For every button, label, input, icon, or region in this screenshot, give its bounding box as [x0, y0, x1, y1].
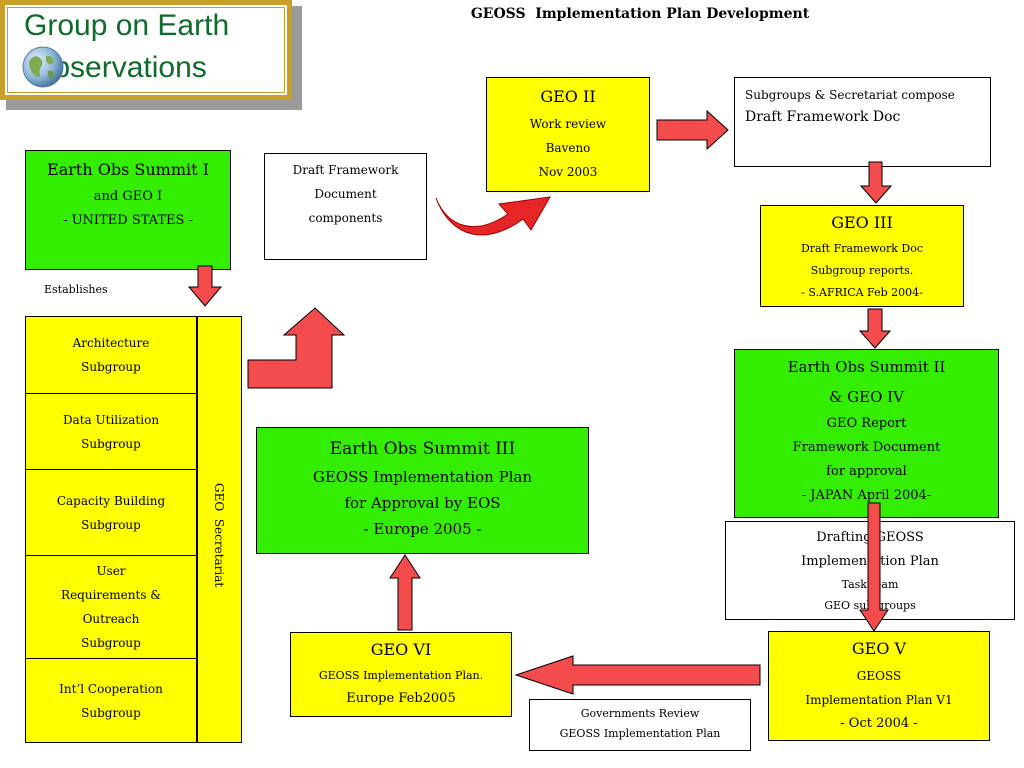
geo-3-box: GEO III Draft Framework Doc Subgroup rep…	[760, 205, 964, 307]
compose-line-1: Subgroups & Secretariat compose	[745, 88, 955, 102]
summit-2-line-2: & GEO IV	[829, 388, 904, 406]
summit-1-title: Earth Obs Summit I	[47, 160, 209, 179]
gov-review-line-2: GEOSS Implementation Plan	[559, 727, 721, 740]
geo-5-box: GEO V GEOSS Implementation Plan V1 - Oct…	[768, 631, 990, 741]
drafting-line-1: Drafting GEOSS	[816, 530, 924, 545]
subgroup-intl-cooperation-line-2: Subgroup	[81, 706, 141, 720]
summit-2-line-4: Framework Document	[792, 440, 941, 455]
summit-1-box: Earth Obs Summit I and GEO I - UNITED ST…	[25, 150, 231, 270]
summit-3-box: Earth Obs Summit III GEOSS Implementatio…	[256, 427, 589, 554]
subgroup-data-utilization-line-2: Subgroup	[81, 436, 141, 451]
geo-6-line-2: GEOSS Implementation Plan.	[318, 669, 484, 682]
drafting-line-4: GEO sub-groups	[824, 599, 916, 612]
summit-3-title: Earth Obs Summit III	[329, 439, 516, 459]
draft-components-line-2: Document	[314, 187, 377, 201]
draft-components-line-1: Draft Framework	[292, 163, 399, 177]
arrow-left-geo5	[514, 655, 761, 695]
summit-3-line-3: for Approval by EOS	[344, 494, 501, 512]
geo-5-line-4: - Oct 2004 -	[840, 716, 918, 731]
subgroup-architecture-line-2: Subgroup	[81, 360, 141, 374]
summit-1-line-2: and GEO I	[93, 189, 163, 204]
summit-2-title: Earth Obs Summit II	[787, 358, 946, 376]
subgroup-user-requirements-line-4: Subgroup	[81, 636, 141, 650]
drafting-box: Drafting GEOSS Implementation Plan Task …	[725, 521, 1015, 620]
geo-2-line-2: Work review	[529, 117, 607, 131]
summit-2-box: Earth Obs Summit II & GEO IV GEO Report …	[734, 349, 999, 518]
geo-6-title: GEO VI	[370, 640, 432, 659]
subgroup-capacity-building-line-1: Capacity Building	[56, 493, 166, 508]
geo-2-line-4: Nov 2003	[538, 165, 598, 179]
geo-5-line-2: GEOSS	[856, 669, 902, 683]
geo-5-title: GEO V	[851, 639, 907, 658]
arrow-down-geo3	[858, 308, 892, 349]
globe-icon	[22, 46, 64, 88]
summit-2-line-5: for approval	[826, 464, 907, 479]
drafting-line-3: Task team	[841, 578, 899, 591]
geo-6-box: GEO VI GEOSS Implementation Plan. Europe…	[290, 632, 512, 717]
geo-3-line-3: Subgroup reports.	[810, 264, 914, 277]
gov-review-box: Governments Review GEOSS Implementation …	[529, 699, 751, 751]
secretariat-column: GEO Secretariat	[197, 316, 242, 743]
geo-2-title: GEO II	[540, 87, 596, 106]
arrow-elbow-up	[247, 307, 346, 389]
subgroups-column: Architecture Subgroup Data Utilization S…	[25, 316, 197, 743]
subgroup-user-requirements-line-3: Outreach	[82, 612, 140, 626]
subgroup-user-requirements-line-2: Requirements &	[61, 588, 161, 602]
arrow-curved	[435, 196, 551, 236]
geo-3-line-2: Draft Framework Doc	[800, 242, 924, 255]
summit-2-line-3: GEO Report	[826, 416, 907, 431]
subgroup-data-utilization-line-1: Data Utilization	[62, 412, 160, 427]
subgroup-capacity-building: Capacity Building Subgroup	[26, 470, 196, 556]
establishes-label: Establishes	[44, 283, 108, 296]
drafting-line-2: Implementation Plan	[801, 554, 939, 569]
subgroup-capacity-building-line-2: Subgroup	[81, 517, 141, 532]
subgroup-user-requirements: User Requirements & Outreach Subgroup	[26, 556, 196, 659]
arrow-down-compose	[859, 161, 893, 204]
compose-line-2: Draft Framework Doc	[745, 109, 901, 125]
subgroup-intl-cooperation: Int’l Cooperation Subgroup	[26, 659, 196, 743]
summit-3-line-2: GEOSS Implementation Plan	[312, 468, 533, 486]
arrow-right-geo2	[656, 109, 729, 151]
logo-line-1: Group on Earth	[24, 9, 230, 42]
draft-components-line-3: components	[308, 211, 383, 225]
summit-3-line-4: - Europe 2005 -	[363, 520, 482, 538]
geo-3-title: GEO III	[831, 213, 893, 232]
geo-2-box: GEO II Work review Baveno Nov 2003	[486, 77, 650, 192]
secretariat-label: GEO Secretariat	[212, 483, 226, 588]
arrow-up-geo6	[389, 554, 421, 631]
summit-2-line-6: - JAPAN April 2004-	[801, 488, 932, 503]
compose-box: Subgroups & Secretariat compose Draft Fr…	[734, 77, 991, 167]
arrow-down-summit1	[187, 265, 223, 307]
page-title: GEOSS Implementation Plan Development	[470, 6, 810, 22]
subgroup-architecture: Architecture Subgroup	[26, 317, 196, 394]
summit-1-line-3: - UNITED STATES -	[63, 213, 193, 228]
geo-3-line-4: - S.AFRICA Feb 2004-	[801, 286, 923, 299]
draft-components-box: Draft Framework Document components	[264, 153, 427, 260]
gov-review-line-1: Governments Review	[580, 707, 700, 720]
subgroup-architecture-line-1: Architecture	[72, 336, 150, 350]
geo-5-line-3: Implementation Plan V1	[805, 693, 953, 707]
subgroup-user-requirements-line-1: User	[96, 564, 126, 578]
geo-6-line-3: Europe Feb2005	[346, 691, 456, 706]
subgroup-intl-cooperation-line-1: Int’l Cooperation	[59, 682, 163, 696]
geo-2-line-3: Baveno	[545, 141, 591, 155]
subgroup-data-utilization: Data Utilization Subgroup	[26, 394, 196, 470]
